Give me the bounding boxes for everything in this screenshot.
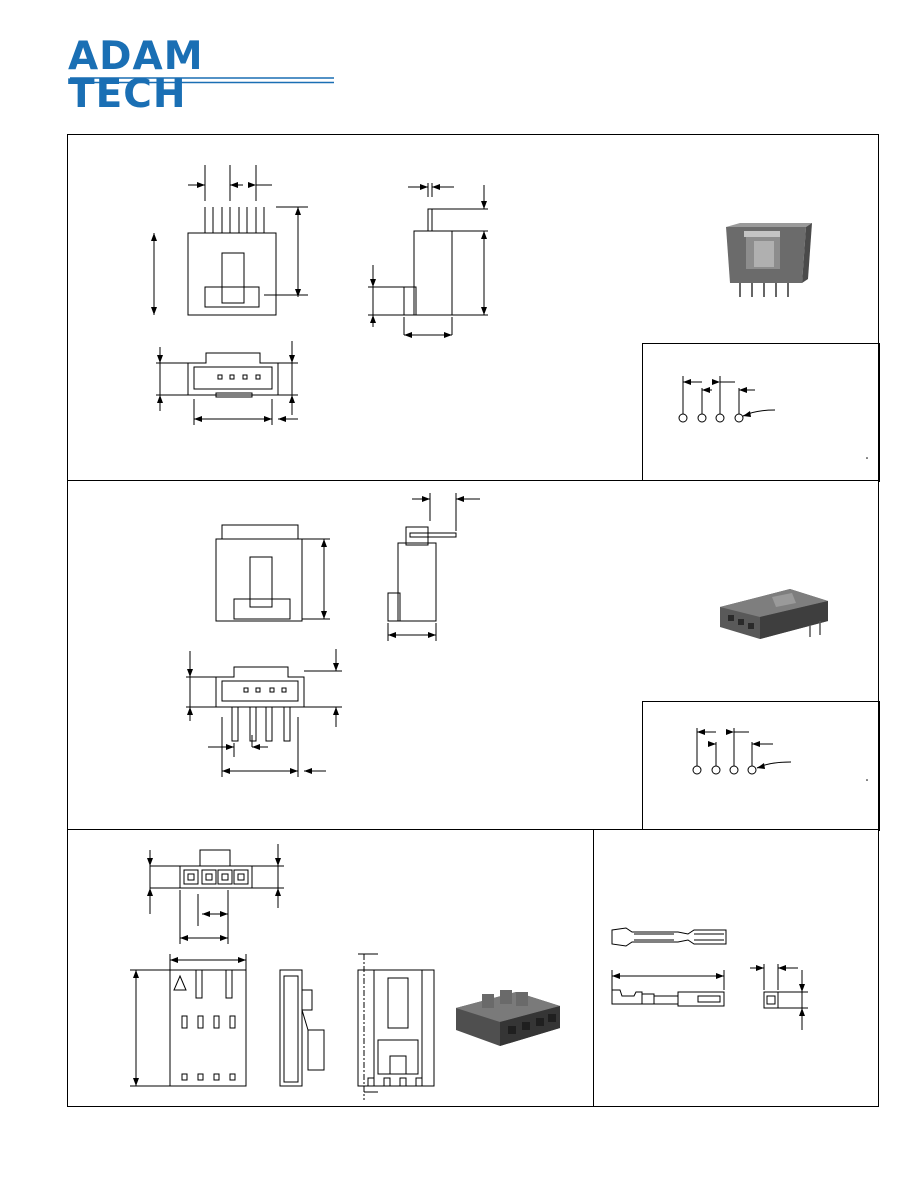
right-angle-header-photo xyxy=(720,589,828,639)
housing-photo xyxy=(456,990,560,1046)
pcb-layout-1 xyxy=(642,343,880,482)
pcb-layout-1-drawing xyxy=(678,376,868,459)
right-angle-header-panel xyxy=(67,480,880,831)
right-angle-header-drawings xyxy=(186,493,480,777)
crimp-terminal-panel xyxy=(593,829,879,1107)
housing-drawings xyxy=(130,844,435,1100)
vertical-header-drawings xyxy=(151,165,488,425)
crimp-terminal-drawings xyxy=(611,927,808,1030)
pcb-layout-2-drawing xyxy=(692,728,868,781)
pcb-layout-2 xyxy=(642,701,880,831)
brand-name: ADAM TECH xyxy=(68,34,204,117)
logo-stripes xyxy=(70,73,334,84)
vertical-header-photo xyxy=(726,223,812,297)
brand-logo: ADAM TECH xyxy=(68,37,336,114)
vertical-header-panel xyxy=(67,134,880,482)
housing-panel xyxy=(67,829,594,1107)
